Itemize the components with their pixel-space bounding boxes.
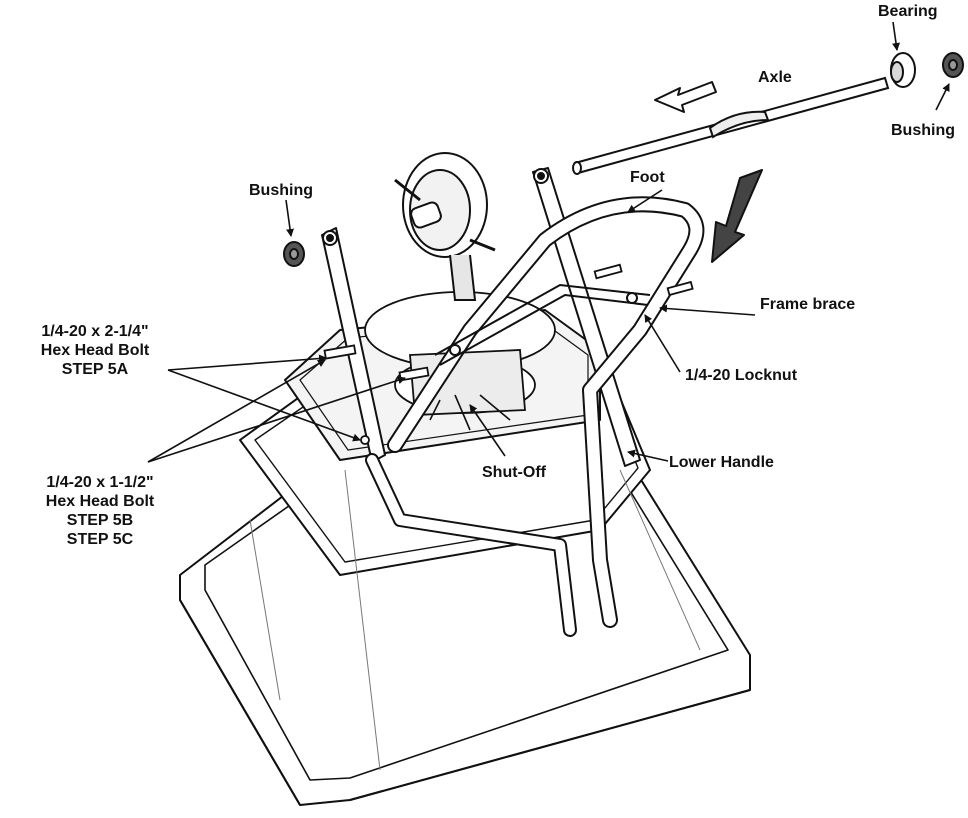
bolt-a-type: Hex Head Bolt bbox=[40, 342, 150, 359]
bearing-label: Bearing bbox=[878, 3, 938, 20]
bolt-b-step-c: STEP 5C bbox=[66, 531, 134, 548]
bolt-b-type: Hex Head Bolt bbox=[45, 493, 155, 510]
foot-bracket-inner bbox=[389, 198, 703, 626]
bolts bbox=[323, 263, 694, 445]
shut-off-label: Shut-Off bbox=[482, 464, 546, 481]
lower-handle-right bbox=[532, 167, 641, 467]
bolt-a-step: STEP 5A bbox=[61, 361, 129, 378]
bolt-b-size: 1/4-20 x 1-1/2" bbox=[46, 474, 154, 491]
bolt-a-size: 1/4-20 x 2-1/4" bbox=[41, 323, 149, 340]
foot-label: Foot bbox=[630, 169, 665, 186]
engine-starter bbox=[394, 152, 496, 301]
bolt-a-label: 1/4-20 x 2-1/4" Hex Head Bolt STEP 5A bbox=[10, 322, 180, 379]
bushing-left-part bbox=[283, 241, 305, 267]
bearing-part bbox=[890, 52, 916, 88]
bolt-b-label: 1/4-20 x 1-1/2" Hex Head Bolt STEP 5B ST… bbox=[15, 473, 185, 549]
locknut-label: 1/4-20 Locknut bbox=[685, 367, 798, 384]
foot-direction-arrow bbox=[711, 169, 763, 263]
axle bbox=[572, 76, 890, 175]
axle-label: Axle bbox=[758, 69, 792, 86]
axle-direction-arrow bbox=[654, 81, 717, 113]
bushing-left-label: Bushing bbox=[249, 182, 313, 199]
bolt-b-step-b: STEP 5B bbox=[66, 512, 134, 529]
bushing-right-label: Bushing bbox=[891, 122, 955, 139]
bushing-right-part bbox=[942, 52, 964, 78]
frame-brace-label: Frame brace bbox=[760, 296, 856, 313]
leader-lines bbox=[147, 21, 950, 463]
frame-brace bbox=[434, 283, 651, 366]
lower-handle-label: Lower Handle bbox=[669, 454, 774, 471]
